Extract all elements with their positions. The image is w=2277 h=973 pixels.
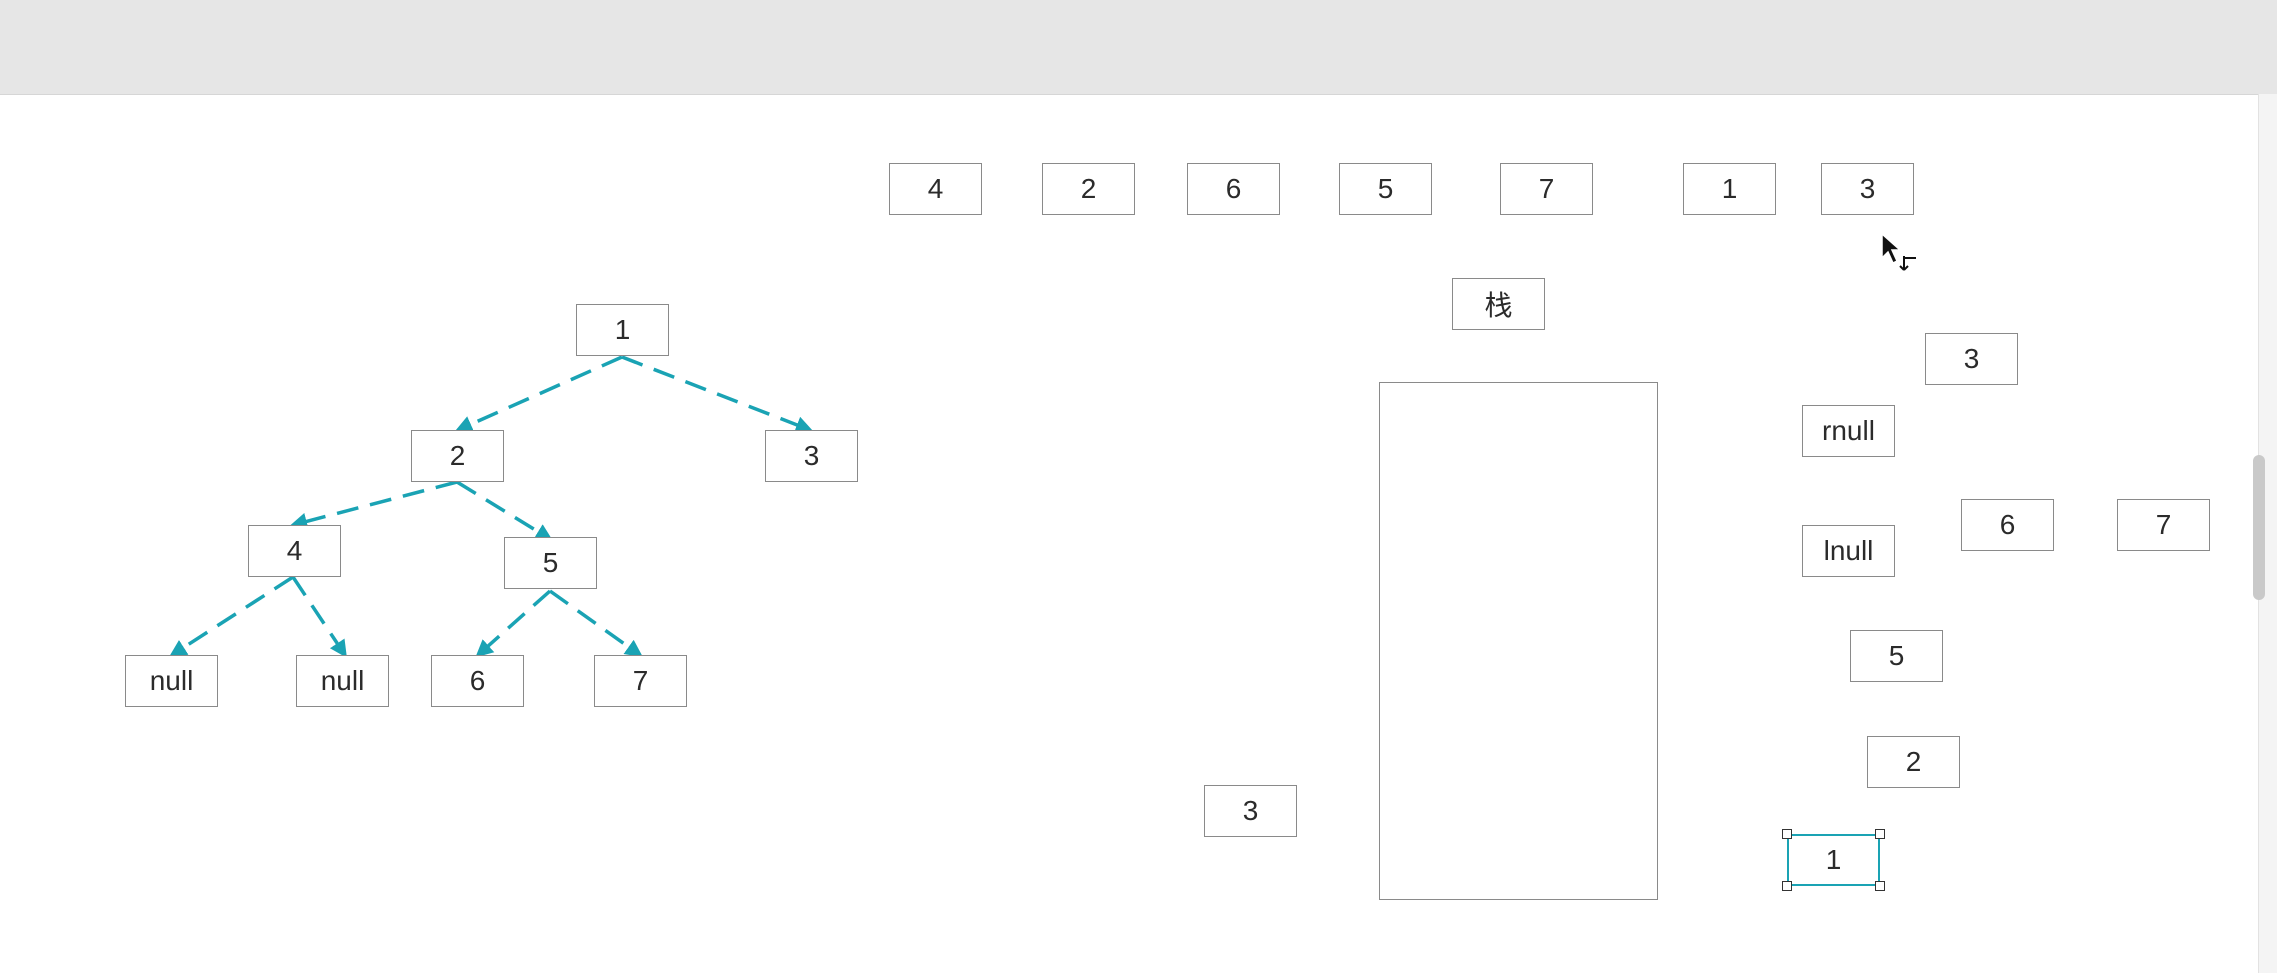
- tree-node-null-right[interactable]: null: [296, 655, 389, 707]
- tree-node-1[interactable]: 1: [576, 304, 669, 356]
- tree-node-7[interactable]: 7: [594, 655, 687, 707]
- toolbar: [0, 0, 2277, 95]
- selection-handle-icon[interactable]: [1782, 829, 1792, 839]
- tree-node-null-left[interactable]: null: [125, 655, 218, 707]
- sequence-item[interactable]: 4: [889, 163, 982, 215]
- edge-5-7: [548, 589, 643, 658]
- sequence-item[interactable]: 2: [1042, 163, 1135, 215]
- sequence-item[interactable]: 6: [1187, 163, 1280, 215]
- selection-handle-icon[interactable]: [1782, 881, 1792, 891]
- edge-5-6: [475, 589, 552, 658]
- scrollbar-thumb[interactable]: [2253, 455, 2265, 600]
- side-node-1-selected[interactable]: 1: [1787, 834, 1880, 886]
- sequence-item[interactable]: 5: [1339, 163, 1432, 215]
- sequence-item[interactable]: 3: [1821, 163, 1914, 215]
- tree-node-5[interactable]: 5: [504, 537, 597, 589]
- stack-label[interactable]: 栈: [1452, 278, 1545, 330]
- side-node-7[interactable]: 7: [2117, 499, 2210, 551]
- tree-node-2[interactable]: 2: [411, 430, 504, 482]
- edge-1-2: [454, 355, 623, 433]
- sequence-item[interactable]: 7: [1500, 163, 1593, 215]
- tree-node-4[interactable]: 4: [248, 525, 341, 577]
- loose-node-3[interactable]: 3: [1204, 785, 1297, 837]
- selection-handle-icon[interactable]: [1875, 881, 1885, 891]
- side-node-2[interactable]: 2: [1867, 736, 1960, 788]
- sequence-item[interactable]: 1: [1683, 163, 1776, 215]
- edge-2-4: [289, 480, 458, 530]
- edge-4-null-left: [169, 575, 294, 657]
- tree-node-6[interactable]: 6: [431, 655, 524, 707]
- side-node-5[interactable]: 5: [1850, 630, 1943, 682]
- edge-4-null-right: [291, 576, 347, 658]
- side-node-3[interactable]: 3: [1925, 333, 2018, 385]
- tree-node-3[interactable]: 3: [765, 430, 858, 482]
- edge-2-5: [456, 480, 553, 541]
- side-node-lnull[interactable]: lnull: [1802, 525, 1895, 577]
- side-node-6[interactable]: 6: [1961, 499, 2054, 551]
- side-node-rnull[interactable]: rnull: [1802, 405, 1895, 457]
- edge-1-3: [621, 355, 814, 434]
- cursor-arrow-icon: [1881, 232, 1916, 271]
- selection-handle-icon[interactable]: [1875, 829, 1885, 839]
- stack-container[interactable]: [1379, 382, 1658, 900]
